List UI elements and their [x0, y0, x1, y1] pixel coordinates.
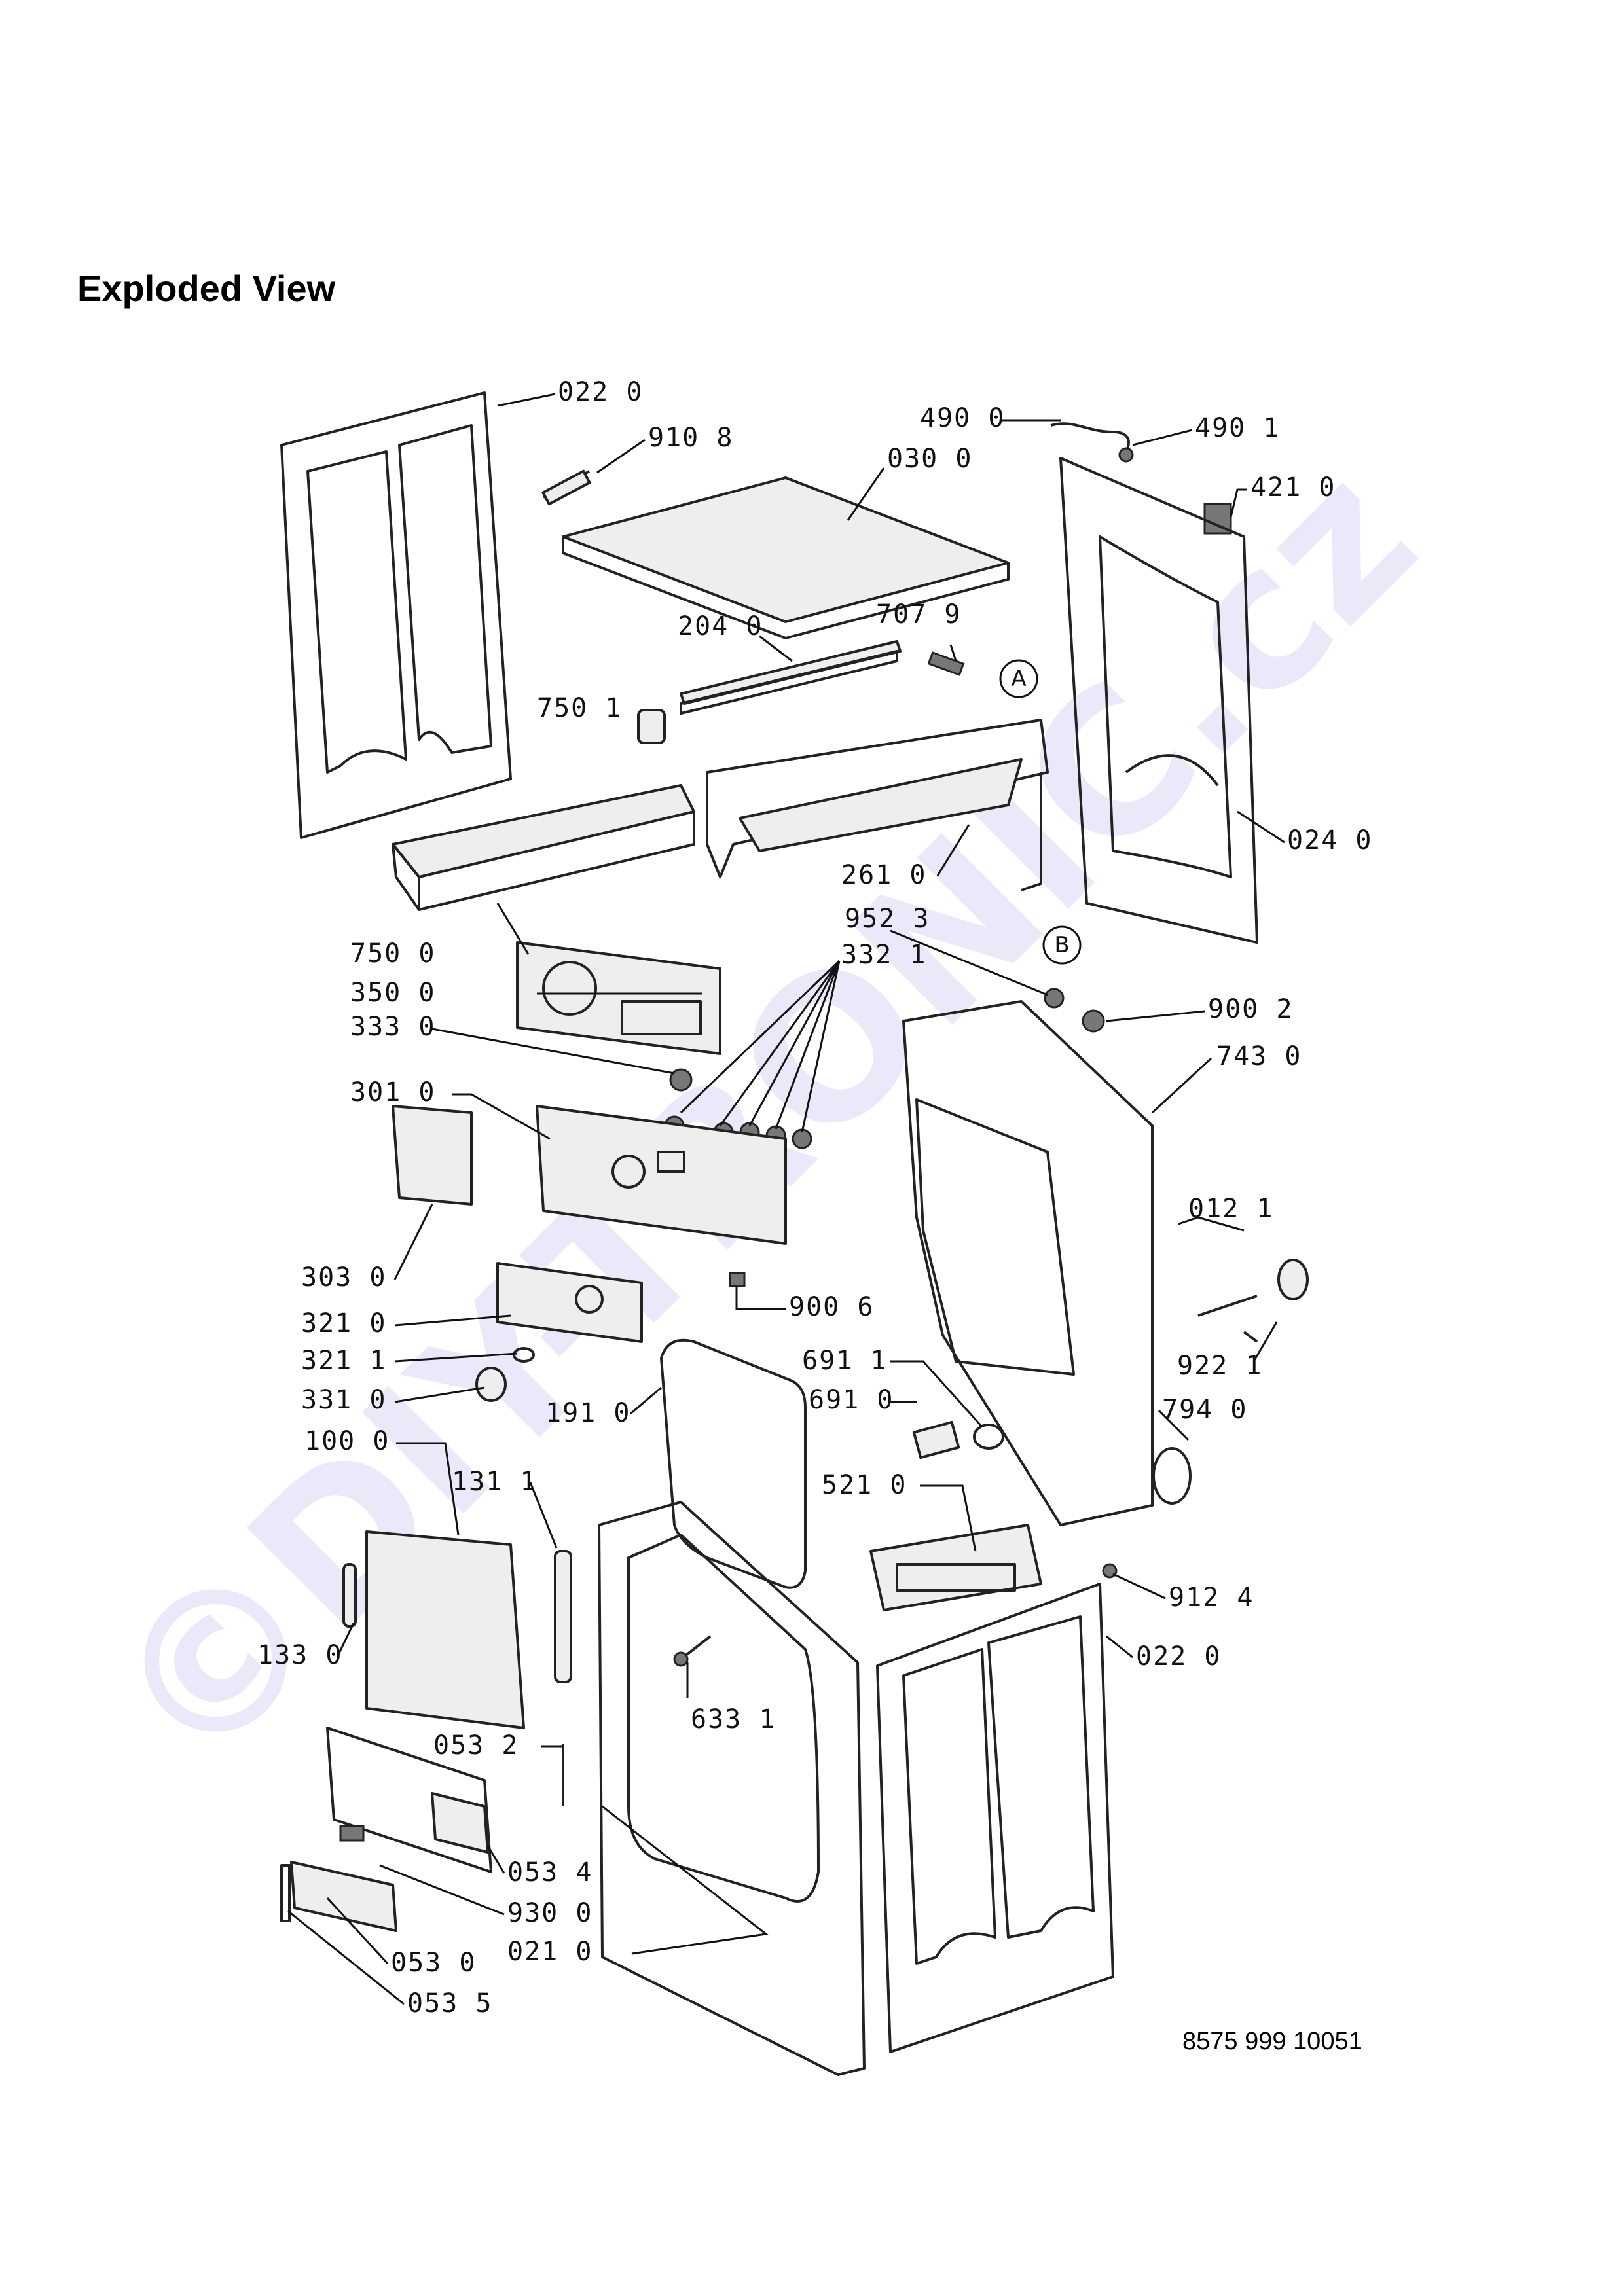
back-panel	[1059, 457, 1258, 944]
part-label-333-0: 333 0	[350, 1012, 435, 1042]
part-label-900-6: 900 6	[789, 1292, 874, 1322]
part-label-022-0-bottom: 022 0	[1136, 1641, 1221, 1672]
shaft-assembly	[1197, 1259, 1309, 1343]
circle-ref-a: A	[999, 659, 1038, 698]
filter-parts	[912, 1420, 1004, 1460]
part-label-053-4: 053 4	[507, 1857, 593, 1888]
part-label-794-0: 794 0	[1162, 1395, 1247, 1425]
part-label-053-2: 053 2	[433, 1731, 519, 1761]
part-label-421-0: 421 0	[1250, 473, 1336, 503]
part-label-133-0: 133 0	[257, 1640, 342, 1670]
part-label-912-4: 912 4	[1169, 1583, 1254, 1613]
water-container-housing	[706, 719, 1049, 891]
part-label-691-0: 691 0	[809, 1385, 894, 1415]
part-label-332-1: 332 1	[841, 940, 926, 970]
part-label-910-8: 910 8	[648, 423, 733, 453]
screw-part	[541, 469, 591, 506]
part-label-331-0: 331 0	[301, 1385, 386, 1415]
part-label-691-1: 691 1	[802, 1346, 887, 1376]
circle-ref-b: B	[1042, 925, 1082, 965]
part-label-024-0: 024 0	[1287, 825, 1372, 855]
part-label-633-1: 633 1	[691, 1704, 776, 1734]
control-board	[516, 941, 721, 1055]
door-panel	[342, 1530, 572, 1729]
knob-plate	[496, 1262, 643, 1343]
part-label-131-1: 131 1	[452, 1467, 537, 1497]
water-drawer	[392, 784, 695, 911]
side-panel-right	[876, 1583, 1114, 2053]
part-label-022-0-top: 022 0	[558, 377, 643, 407]
cap-part	[637, 709, 666, 744]
part-label-521-0: 521 0	[822, 1470, 907, 1500]
part-label-012-1: 012 1	[1188, 1194, 1273, 1224]
part-label-707-9: 707 9	[876, 600, 961, 630]
part-label-261-0: 261 0	[841, 860, 926, 890]
leader-lines	[287, 393, 1285, 2005]
electronic-module	[869, 1524, 1042, 1611]
part-label-750-1: 750 1	[537, 693, 622, 723]
front-panel	[598, 1501, 866, 2076]
button-caps	[1044, 988, 1105, 1033]
part-label-952-3: 952 3	[845, 904, 930, 934]
circle-ref-a-label: A	[1011, 666, 1026, 692]
power-cable-part	[1050, 422, 1134, 463]
part-label-321-0: 321 0	[301, 1308, 386, 1338]
document-number: 8575 999 10051	[1182, 2028, 1362, 2055]
part-label-900-2: 900 2	[1208, 994, 1293, 1024]
part-label-750-0: 750 0	[350, 939, 435, 969]
part-label-204-0: 204 0	[678, 611, 763, 641]
side-panel-left	[280, 391, 512, 839]
part-label-053-5: 053 5	[407, 1988, 492, 2018]
page-title: Exploded View	[77, 268, 336, 309]
part-label-303-0: 303 0	[301, 1263, 386, 1293]
clip-part	[729, 1272, 746, 1287]
knob-part	[669, 1068, 693, 1092]
lower-parts	[280, 1727, 564, 1932]
circle-ref-b-label: B	[1054, 932, 1069, 958]
part-label-930-0: 930 0	[507, 1898, 593, 1928]
part-label-350-0: 350 0	[350, 978, 435, 1008]
panel-cover	[392, 1105, 473, 1206]
door-gasket	[660, 1338, 807, 1589]
part-labels: 022 0 910 8 490 0 490 1 030 0 421 0 204 …	[257, 377, 1372, 2018]
part-label-100-0: 100 0	[304, 1426, 390, 1456]
part-label-490-0: 490 0	[920, 403, 1005, 433]
strip-part	[680, 640, 902, 715]
sensor-part	[927, 651, 965, 676]
top-cover	[562, 476, 1010, 639]
ring-and-knob	[475, 1347, 535, 1402]
part-label-030-0: 030 0	[887, 444, 972, 474]
part-label-021-0: 021 0	[507, 1937, 593, 1967]
hinge-pin	[673, 1635, 712, 1667]
part-label-743-0: 743 0	[1216, 1041, 1302, 1071]
part-label-490-1: 490 1	[1195, 413, 1280, 443]
part-label-301-0: 301 0	[350, 1077, 435, 1107]
part-label-191-0: 191 0	[545, 1398, 630, 1428]
part-label-321-1: 321 1	[301, 1346, 386, 1376]
front-frame	[902, 1000, 1154, 1526]
control-panel	[536, 1105, 787, 1245]
part-label-053-0: 053 0	[391, 1948, 476, 1978]
drive-belt	[1152, 1447, 1192, 1505]
part-label-922-1: 922 1	[1177, 1351, 1262, 1381]
